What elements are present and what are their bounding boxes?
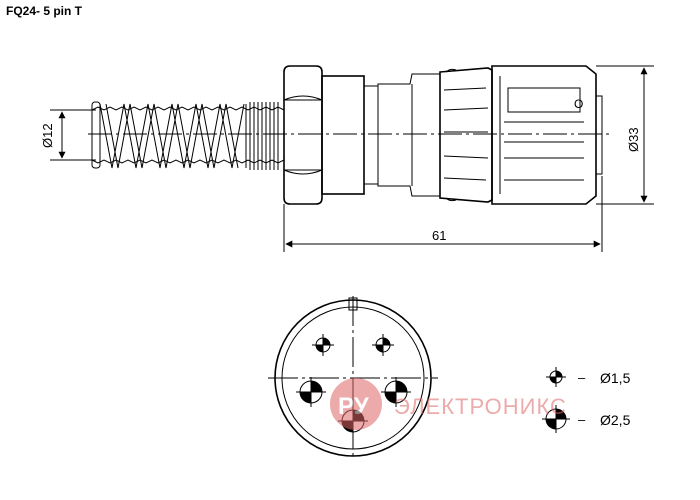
hex-nut xyxy=(283,65,323,205)
page-title: FQ24- 5 pin T xyxy=(6,4,83,18)
legend-large-pin-label: Ø2,5 xyxy=(600,412,631,428)
dimension-d33: Ø33 xyxy=(596,65,654,205)
pin-large-left xyxy=(296,377,326,407)
dimension-d12: Ø12 xyxy=(40,109,96,161)
pin-face-view xyxy=(268,296,438,460)
pin-large-right xyxy=(381,377,411,407)
legend-large-dash: – xyxy=(578,412,586,427)
legend-small-pin: – Ø1,5 xyxy=(546,367,631,387)
collar xyxy=(321,75,365,195)
dimension-d33-label: Ø33 xyxy=(626,127,641,152)
dimension-length-label: 61 xyxy=(432,228,446,243)
watermark: РУ ЭЛЕКТРОНИКС xyxy=(330,378,567,430)
pin-small-right xyxy=(372,334,394,356)
watermark-logo xyxy=(330,378,382,430)
legend-small-pin-label: Ø1,5 xyxy=(600,370,631,386)
cable-spring xyxy=(91,101,285,170)
body-neck xyxy=(363,73,441,197)
watermark-brand-text: ЭЛЕКТРОНИКС xyxy=(394,394,567,419)
watermark-logo-text: РУ xyxy=(338,393,370,420)
side-view: O xyxy=(88,65,610,205)
dimension-length: 61 xyxy=(283,176,603,252)
legend-small-dash: – xyxy=(578,370,586,385)
pin-small-left xyxy=(312,334,334,356)
front-body xyxy=(491,65,603,205)
legend-large-pin: – Ø2,5 xyxy=(542,405,631,433)
dimension-d12-label: Ø12 xyxy=(40,123,55,148)
legend: – Ø1,5 – Ø2,5 xyxy=(542,367,631,433)
coupling-ring xyxy=(439,67,493,203)
body-marker: O xyxy=(574,97,583,111)
